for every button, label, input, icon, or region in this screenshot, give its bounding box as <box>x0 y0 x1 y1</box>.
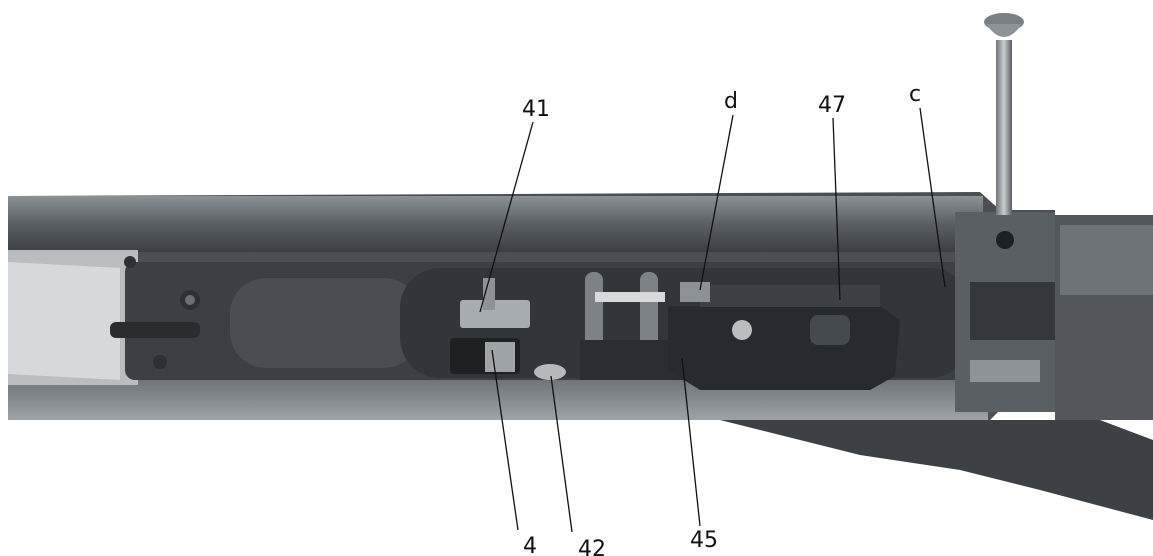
leader-d <box>699 114 734 291</box>
part-42 <box>534 364 566 380</box>
part-d <box>680 282 710 302</box>
callout-labels: 41 d 47 c 4 42 45 <box>522 82 921 556</box>
left-hardware <box>110 256 200 369</box>
leader-4 <box>491 349 519 531</box>
right-end-block <box>720 13 1153 520</box>
part-c <box>970 282 1055 340</box>
upper-rail <box>8 196 983 252</box>
leader-45 <box>681 357 701 527</box>
end-screw <box>996 231 1014 249</box>
takedown-pin <box>996 40 1012 215</box>
label-42: 42 <box>578 537 606 556</box>
lower-grip <box>720 420 1153 520</box>
label-47: 47 <box>818 93 846 118</box>
leader-42 <box>550 375 573 533</box>
leader-c <box>919 107 946 288</box>
label-d: d <box>724 89 738 114</box>
screw-lower <box>153 355 167 369</box>
label-41: 41 <box>522 97 550 122</box>
screw-top <box>124 256 136 268</box>
recess-left <box>230 278 420 368</box>
part-47 <box>668 306 900 390</box>
cross-pin <box>110 322 200 338</box>
receiver-body <box>8 192 1055 420</box>
trigger-assembly <box>450 272 900 390</box>
label-45: 45 <box>690 528 718 553</box>
leader-41 <box>479 121 534 313</box>
leader-47 <box>832 117 841 301</box>
label-4: 4 <box>523 534 537 556</box>
part-41 <box>460 300 530 328</box>
label-c: c <box>909 82 921 107</box>
leader-lines <box>479 107 946 533</box>
